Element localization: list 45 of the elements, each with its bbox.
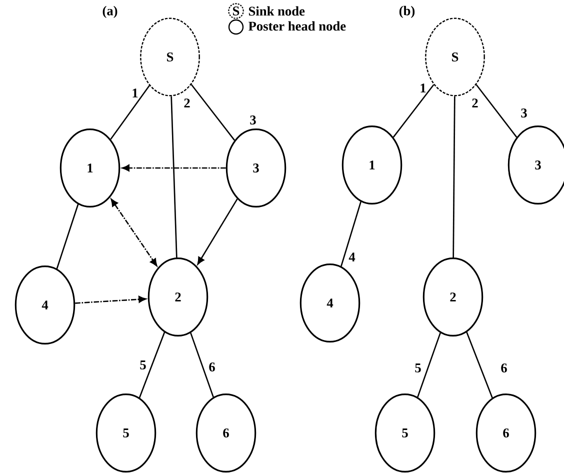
connector-line <box>476 84 518 138</box>
connector-line <box>190 332 214 398</box>
cluster-head-node: 1 <box>60 128 120 208</box>
cluster-head-node: 1 <box>342 126 402 204</box>
cluster-head-node: 6 <box>476 394 536 472</box>
legend-text: Sink node <box>248 6 305 16</box>
connector-line <box>190 84 236 141</box>
cluster-head-node: 4 <box>300 264 360 342</box>
edge-label: 2 <box>472 98 478 108</box>
edge-label: 5 <box>415 364 421 372</box>
legend-text: Poster head node <box>248 21 346 31</box>
edge-label: 4 <box>348 252 356 262</box>
edge-label: 3 <box>250 116 256 124</box>
cluster-head-node: 2 <box>148 258 208 336</box>
edge-label: 6 <box>501 364 507 372</box>
cluster-head-node: 5 <box>374 394 436 472</box>
cluster-head-node: 6 <box>196 394 256 472</box>
connector-line <box>466 332 493 398</box>
cluster-head-node: 2 <box>422 258 484 336</box>
arrow <box>110 198 158 266</box>
panel-label: (a) <box>102 6 118 18</box>
cluster-head-node: 5 <box>96 394 156 472</box>
connector-line <box>170 96 178 258</box>
edge-label: 5 <box>140 360 146 370</box>
edge-label: 6 <box>209 362 215 372</box>
sink-node: S <box>425 18 485 96</box>
edge-label: 1 <box>420 84 426 92</box>
edge-label: 1 <box>132 88 138 98</box>
connector-line <box>392 84 434 138</box>
connector-line <box>340 201 362 267</box>
arrow <box>197 198 238 265</box>
edge-label: 3 <box>521 108 527 118</box>
connector-line <box>110 85 150 140</box>
connector-line <box>56 204 79 269</box>
sink-node: S <box>140 18 200 96</box>
panel-label: (b) <box>399 6 415 18</box>
connector-line <box>452 96 456 258</box>
cluster-head-node: 3 <box>226 128 286 208</box>
cluster-head-node: 4 <box>14 266 76 344</box>
cluster-head-node: 3 <box>508 126 564 204</box>
arrow <box>75 296 146 304</box>
connector-line <box>138 332 166 398</box>
edge-label: 2 <box>184 98 190 108</box>
connector-line <box>417 332 441 398</box>
arrow <box>122 164 226 172</box>
